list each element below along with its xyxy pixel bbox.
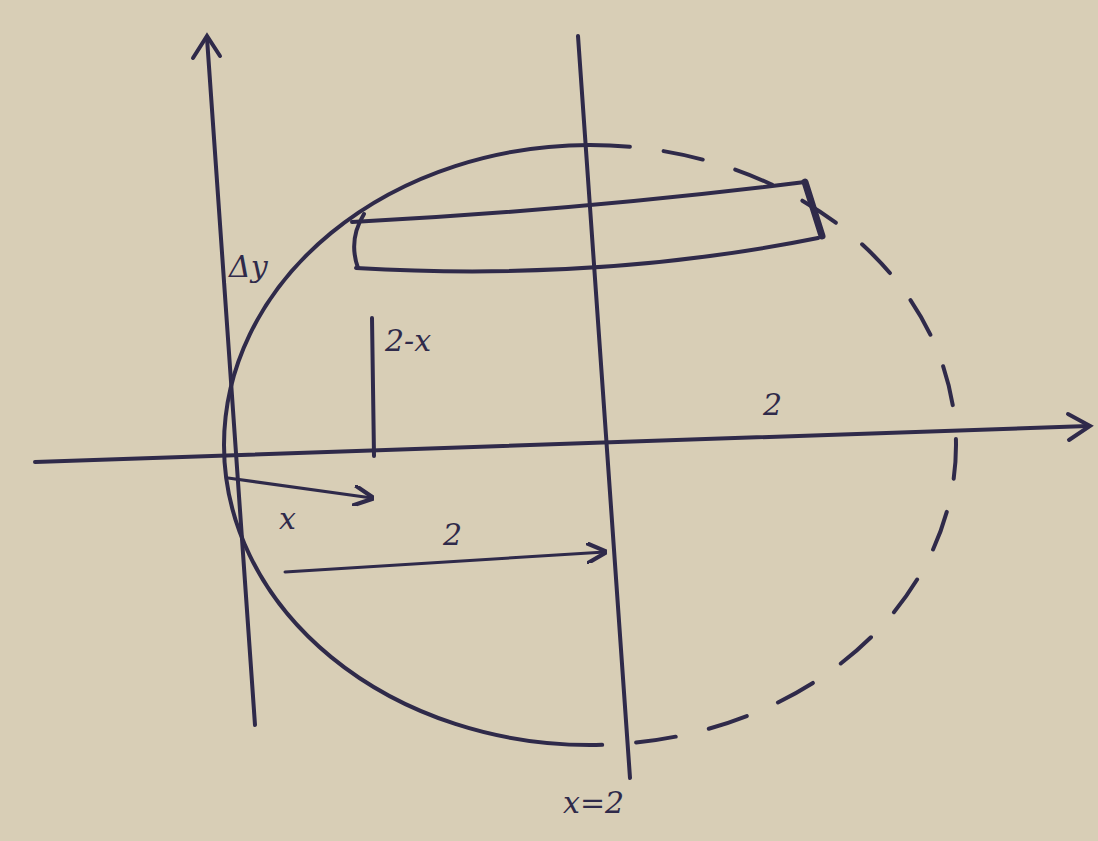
dimension-tick [372, 318, 374, 456]
circle-dashed-arc [590, 145, 956, 745]
radius-label: 2 [440, 518, 465, 551]
y-axis-head [193, 36, 220, 58]
strip-bottom [356, 238, 818, 271]
x-label: x [276, 502, 299, 535]
x-axis-head [1068, 414, 1090, 440]
line-equation-label: x=2 [560, 786, 627, 819]
x-arrow [228, 478, 372, 498]
strip-end [805, 182, 822, 236]
distance-label: 2-x [382, 324, 434, 357]
strip-left [354, 214, 364, 268]
radius-arrow [285, 552, 605, 572]
delta-label: Δy [226, 250, 271, 283]
strip-top [352, 182, 805, 222]
axis-value-label: 2 [760, 388, 785, 421]
circle-solid-arc [224, 145, 590, 745]
line-x-equals-2 [578, 36, 630, 778]
x-axis [35, 426, 1088, 462]
